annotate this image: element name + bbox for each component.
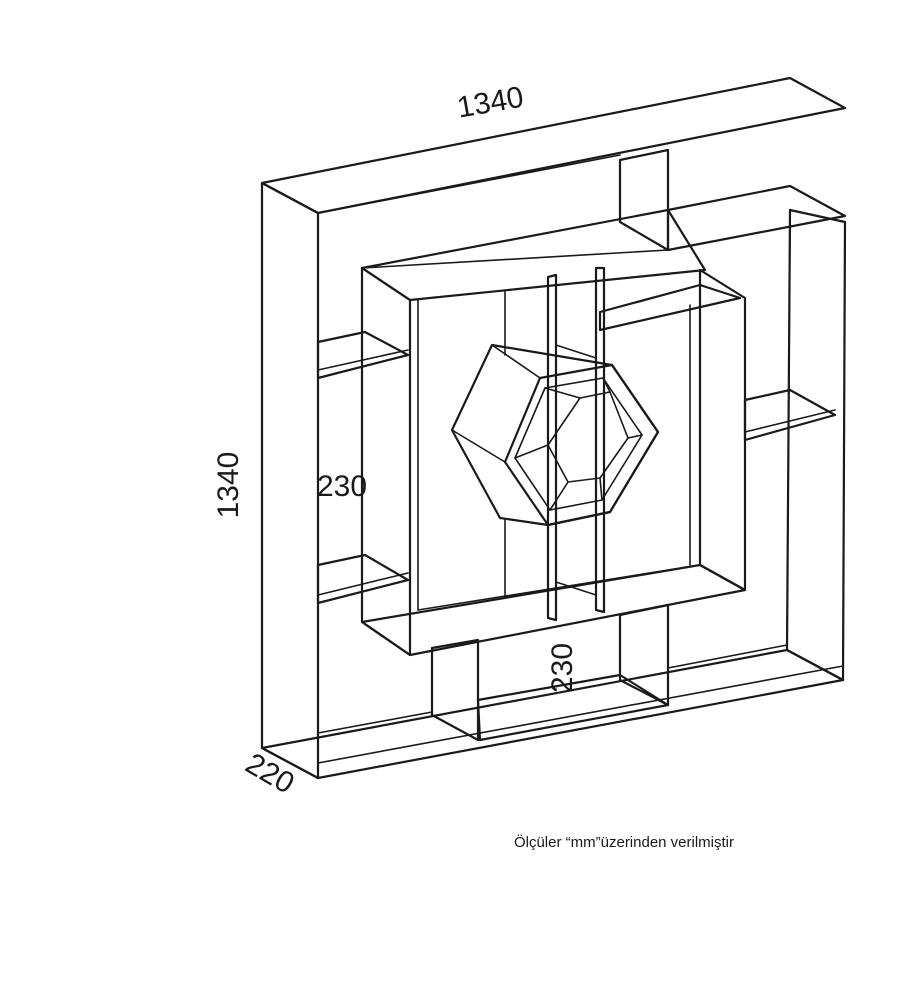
width-dimension-label: 1340 <box>455 81 526 125</box>
units-caption: Ölçüler “mm”üzerinden verilmiştir <box>514 833 734 851</box>
right-middle-shelf <box>743 388 837 442</box>
bottom-middle-shelf <box>476 673 670 742</box>
inner-frame <box>360 208 747 657</box>
right-top-step <box>666 184 847 252</box>
center-right-divider <box>594 266 606 614</box>
top-divider <box>618 148 670 252</box>
left-side-board <box>260 181 320 780</box>
hexagon-inner-back <box>547 391 629 483</box>
inner-right-board <box>698 268 747 592</box>
right-shelf <box>743 388 837 442</box>
bottom-dividers <box>317 603 788 742</box>
inner-top-board <box>360 208 707 302</box>
hexagon-box <box>450 343 660 527</box>
bottom-left-divider <box>430 638 480 742</box>
height-dimension-label: 1340 <box>212 452 245 519</box>
right-side-board <box>785 208 847 682</box>
outer-frame <box>260 76 847 780</box>
inner-left-board <box>360 266 412 657</box>
bottom-shelf-height-label: 230 <box>546 643 579 693</box>
inner-top-right-shelf <box>598 283 742 332</box>
left-lower-shelf <box>316 553 410 605</box>
center-left-divider <box>546 273 558 622</box>
left-upper-shelf <box>316 330 410 380</box>
center-dividers <box>504 266 606 622</box>
depth-dimension-label: 220 <box>240 747 300 801</box>
left-shelf-height-label: 230 <box>317 470 367 503</box>
